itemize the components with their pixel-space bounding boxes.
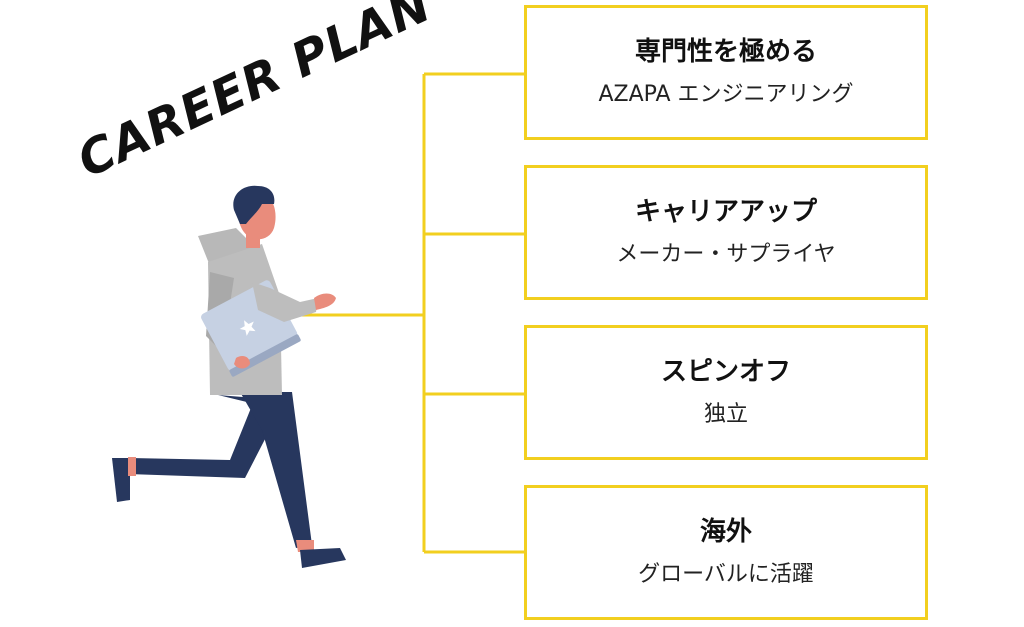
back-shoe: [112, 458, 130, 502]
option-subtitle: 独立: [703, 401, 748, 427]
back-sock: [128, 457, 136, 476]
option-subtitle: グローバルに活躍: [638, 561, 814, 587]
option-box-career-up: キャリアアップ メーカー・サプライヤ: [524, 165, 928, 300]
front-shoe: [300, 548, 346, 568]
hair: [233, 185, 275, 224]
option-box-spinoff: スピンオフ 独立: [524, 325, 928, 460]
option-title: 専門性を極める: [634, 36, 817, 67]
front-arm: [252, 282, 318, 322]
headline: CAREER PLAN: [69, 0, 439, 189]
laptop-star-icon: [239, 320, 256, 336]
option-box-specialty: 専門性を極める AZAPA エンジニアリング: [524, 5, 928, 140]
back-leg: [128, 395, 280, 478]
option-subtitle: メーカー・サプライヤ: [616, 241, 836, 267]
running-person-illustration: [112, 185, 346, 568]
option-title: スピンオフ: [660, 356, 791, 387]
option-subtitle: AZAPA エンジニアリング: [598, 81, 854, 107]
front-leg: [240, 392, 312, 548]
back-hand: [234, 356, 250, 369]
front-sock: [296, 540, 314, 552]
option-title: 海外: [699, 516, 752, 547]
option-box-overseas: 海外 グローバルに活躍: [524, 485, 928, 620]
front-hand: [314, 293, 336, 310]
option-title: キャリアアップ: [634, 196, 817, 227]
